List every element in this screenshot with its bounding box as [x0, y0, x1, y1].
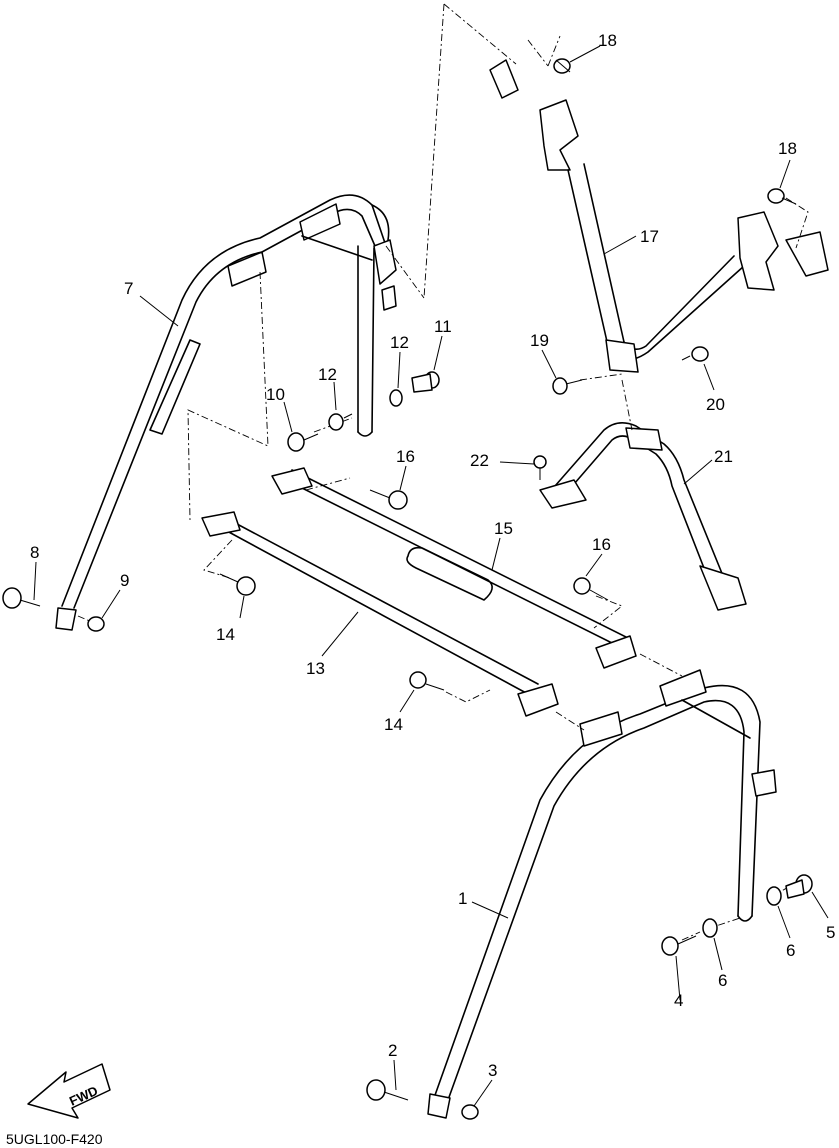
washer-12-right	[389, 389, 403, 407]
callout-22: 22	[470, 451, 489, 470]
callout-20: 20	[706, 395, 725, 414]
bolt-18-right	[767, 188, 797, 205]
part-13-cross-member	[201, 511, 559, 717]
washer-6-left	[702, 918, 718, 938]
part-7-upper-roll-bar	[55, 194, 397, 631]
nut-3	[461, 1104, 479, 1120]
callout-13: 13	[306, 659, 325, 678]
part-15-cross-member	[271, 467, 637, 669]
bolt-20	[681, 346, 709, 362]
callout-18-top: 18	[598, 31, 617, 50]
callout-numbers: 1 2 3 4 5 6 6 7 8 9 10 11 12 12 13 14 14…	[30, 31, 835, 1080]
callout-12-right: 12	[390, 333, 409, 352]
callout-5: 5	[826, 923, 835, 942]
nut-9	[87, 616, 105, 632]
fasteners	[2, 58, 813, 1120]
part-21-brace	[539, 422, 747, 611]
callout-19: 19	[530, 331, 549, 350]
callout-6-right: 6	[786, 941, 795, 960]
bolt-18-top	[553, 58, 571, 74]
alignment-lines	[77, 3, 809, 941]
callout-11: 11	[434, 317, 452, 336]
bolt-22	[533, 455, 547, 480]
bolt-14-upper	[219, 573, 256, 596]
callout-6-left: 6	[718, 971, 727, 990]
callout-21: 21	[714, 447, 733, 466]
bolt-2	[366, 1079, 409, 1101]
callout-14-lower: 14	[384, 715, 403, 734]
callout-9: 9	[120, 571, 129, 590]
diagram-code: 5UGL100-F420	[6, 1131, 103, 1147]
callout-8: 8	[30, 543, 39, 562]
callout-18-right: 18	[778, 139, 797, 158]
bolt-5	[785, 874, 813, 899]
nut-12-left	[328, 413, 353, 431]
bolt-19	[552, 377, 583, 395]
callout-14-upper: 14	[216, 625, 235, 644]
callout-10: 10	[266, 385, 285, 404]
callout-4: 4	[674, 991, 683, 1010]
washer-6-right	[766, 886, 782, 906]
callout-16-lower: 16	[592, 535, 611, 554]
bolt-16-upper	[369, 489, 408, 510]
leader-lines	[33, 45, 829, 1107]
bolt-14-lower	[409, 671, 445, 691]
callout-15: 15	[494, 519, 513, 538]
bolt-16-lower	[573, 577, 609, 601]
callout-2: 2	[388, 1041, 397, 1060]
forward-direction-arrow: FWD	[27, 1063, 111, 1119]
bolt-11	[411, 371, 440, 393]
bolt-8	[2, 587, 41, 609]
callout-12-left: 12	[318, 365, 337, 384]
part-17-brace	[489, 59, 829, 373]
bolt-10	[287, 432, 319, 452]
part-1-main-roll-bar	[427, 669, 777, 1119]
callout-3: 3	[488, 1061, 497, 1080]
callout-16-upper: 16	[396, 447, 415, 466]
callout-1: 1	[458, 889, 467, 908]
bolt-4	[661, 935, 697, 956]
callout-7: 7	[124, 279, 133, 298]
callout-17: 17	[640, 227, 659, 246]
